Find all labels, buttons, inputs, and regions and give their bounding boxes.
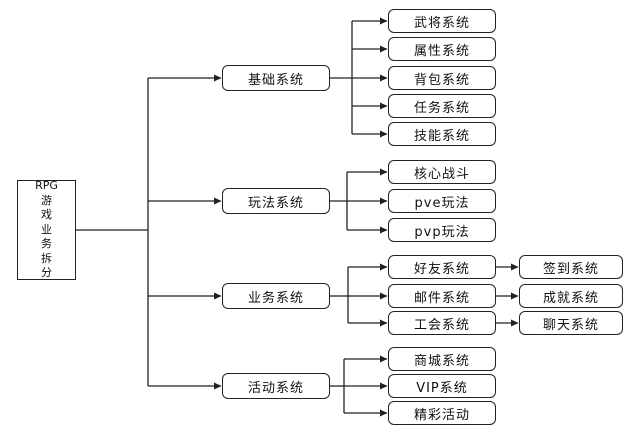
category-node-business: 业务系统 — [222, 283, 330, 309]
leaf-node: 工会系统 — [388, 311, 496, 335]
leaf-node: pve玩法 — [388, 189, 496, 213]
leaf-node: 技能系统 — [388, 122, 496, 146]
category-node-events: 活动系统 — [222, 373, 330, 399]
leaf-label: 精彩活动 — [413, 407, 470, 423]
root-title: RPG — [35, 179, 58, 193]
category-label: 玩法系统 — [247, 195, 304, 211]
leaf-node: 属性系统 — [388, 37, 496, 61]
cat-4-connectors — [330, 355, 388, 417]
leaf-node: 背包系统 — [388, 66, 496, 90]
leaf-label: 任务系统 — [413, 100, 470, 116]
leaf-node: pvp玩法 — [388, 218, 496, 242]
root-line-4: 务 — [41, 237, 52, 251]
leaf-label: 工会系统 — [413, 317, 470, 333]
leaf-label: 属性系统 — [413, 43, 470, 59]
leaf-node: 任务系统 — [388, 94, 496, 118]
extension-node: 聊天系统 — [519, 311, 623, 335]
root-line-1: 游 — [41, 193, 52, 207]
leaf-label: pvp玩法 — [414, 224, 470, 240]
root-line-3: 业 — [41, 222, 52, 236]
extension-label: 聊天系统 — [542, 317, 599, 333]
leaf-label: 邮件系统 — [413, 290, 470, 306]
leaf-node: VIP系统 — [388, 374, 496, 398]
root-connectors — [76, 74, 222, 390]
leaf-node: 核心战斗 — [388, 160, 496, 184]
category-node-gameplay: 玩法系统 — [222, 188, 330, 214]
root-line-5: 拆 — [41, 251, 52, 265]
category-label: 活动系统 — [247, 380, 304, 396]
leaf-node: 好友系统 — [388, 255, 496, 279]
extension-label: 签到系统 — [542, 261, 599, 277]
leaf-node: 武将系统 — [388, 9, 496, 33]
leaf-label: pve玩法 — [414, 195, 470, 211]
cat-3-connectors — [330, 263, 519, 327]
cat-1-connectors — [330, 17, 388, 138]
root-line-2: 戏 — [41, 208, 52, 222]
leaf-label: 武将系统 — [413, 15, 470, 31]
leaf-node: 商城系统 — [388, 347, 496, 371]
leaf-label: VIP系统 — [416, 380, 468, 396]
leaf-label: 好友系统 — [413, 261, 470, 277]
cat-2-connectors — [330, 168, 388, 234]
leaf-label: 背包系统 — [413, 72, 470, 88]
root-line-6: 分 — [41, 266, 52, 280]
leaf-label: 技能系统 — [413, 128, 470, 144]
category-label: 业务系统 — [247, 290, 304, 306]
extension-label: 成就系统 — [542, 290, 599, 306]
root-node: RPG 游 戏 业 务 拆 分 — [17, 179, 76, 280]
leaf-node: 邮件系统 — [388, 284, 496, 308]
leaf-node: 精彩活动 — [388, 401, 496, 425]
leaf-label: 核心战斗 — [413, 166, 470, 182]
category-node-basic: 基础系统 — [222, 65, 330, 91]
extension-node: 签到系统 — [519, 255, 623, 279]
category-label: 基础系统 — [247, 72, 304, 88]
leaf-label: 商城系统 — [413, 353, 470, 369]
extension-node: 成就系统 — [519, 284, 623, 308]
